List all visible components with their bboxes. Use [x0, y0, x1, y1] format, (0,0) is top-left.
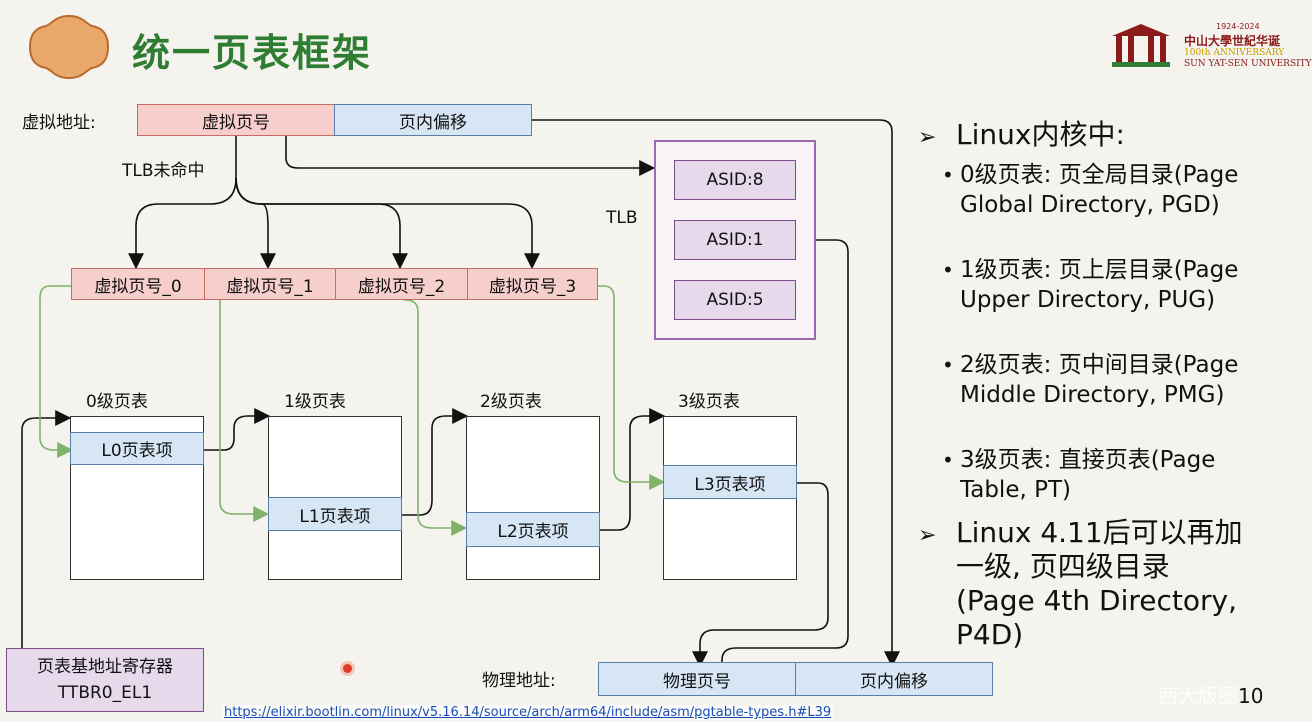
bullet-list: ➢ Linux内核中: • 0级页表: 页全局目录(Page Global Di…	[918, 118, 1268, 658]
sub-bullet-2: • 1级页表: 页上层目录(Page Upper Directory, PUG)	[942, 255, 1250, 315]
sub-bullet-4-text: 3级页表: 直接页表(Page Table, PT)	[960, 447, 1216, 503]
logo-en-line1: 100th ANNIVERSARY	[1184, 48, 1285, 58]
sub-bullet-4: • 3级页表: 直接页表(Page Table, PT)	[942, 445, 1250, 505]
va-label: 虚拟地址:	[22, 113, 96, 133]
page-number: 10	[1238, 684, 1264, 708]
level-2-title: 2级页表	[480, 392, 542, 412]
dot-bullet-icon: •	[942, 258, 954, 282]
dot-bullet-icon: •	[942, 353, 954, 377]
tlb-entry-asid-8: ASID:8	[674, 160, 796, 200]
base-register-code: TTBR0_EL1	[57, 683, 153, 703]
vpn-part-1: 虚拟页号_1	[204, 268, 336, 300]
anniversary-logo: 1924-2024 中山大學世紀华诞 100th ANNIVERSARY SUN…	[1108, 22, 1312, 72]
level-0-title: 0级页表	[86, 392, 148, 412]
vpn-part-3: 虚拟页号_3	[467, 268, 598, 300]
level-3-title: 3级页表	[678, 392, 740, 412]
watermark: 西大版图	[1158, 684, 1238, 708]
dot-bullet-icon: •	[942, 448, 954, 472]
l3-entry: L3页表项	[663, 465, 797, 499]
sub-bullet-2-text: 1级页表: 页上层目录(Page Upper Directory, PUG)	[960, 257, 1239, 313]
bullet-1: ➢ Linux内核中:	[918, 118, 1248, 152]
vpn-part-0: 虚拟页号_0	[71, 268, 205, 300]
base-register-name: 页表基地址寄存器	[37, 657, 173, 677]
gate-icon	[1112, 24, 1170, 67]
sub-bullet-3-text: 2级页表: 页中间目录(Page Middle Directory, PMG)	[960, 352, 1239, 408]
l0-entry: L0页表项	[70, 432, 204, 465]
slide-title: 统一页表框架	[132, 31, 373, 75]
tlb-entry-asid-1: ASID:1	[674, 220, 796, 260]
university-emblem-icon	[28, 14, 110, 80]
level-1-title: 1级页表	[284, 392, 346, 412]
sub-bullet-1: • 0级页表: 页全局目录(Page Global Directory, PGD…	[942, 160, 1250, 220]
diagram-arrows	[21, 119, 900, 668]
logo-en-line2: SUN YAT-SEN UNIVERSITY	[1184, 59, 1312, 69]
vpn-part-2: 虚拟页号_2	[335, 268, 468, 300]
bullet-2: ➢ Linux 4.11后可以再加一级, 页四级目录(Page 4th Dire…	[918, 516, 1248, 652]
l1-entry: L1页表项	[268, 497, 402, 531]
pa-offset-field: 页内偏移	[795, 662, 993, 696]
l2-entry: L2页表项	[466, 512, 600, 547]
logo-years: 1924-2024	[1216, 22, 1260, 31]
logo-cn-name: 中山大學世紀华诞	[1184, 34, 1281, 48]
laser-pointer-dot	[343, 664, 352, 673]
sub-bullet-3: • 2级页表: 页中间目录(Page Middle Directory, PMG…	[942, 350, 1250, 410]
tlb-miss-label: TLB未命中	[122, 161, 205, 181]
tlb-label: TLB	[606, 208, 638, 228]
bullet-2-text: Linux 4.11后可以再加一级, 页四级目录(Page 4th Direct…	[956, 516, 1243, 651]
dot-bullet-icon: •	[942, 163, 954, 187]
va-offset-field: 页内偏移	[334, 104, 532, 136]
page-table-base-register: 页表基地址寄存器 TTBR0_EL1	[6, 648, 204, 712]
page-table-l2	[466, 416, 600, 580]
arrow-bullet-icon: ➢	[918, 523, 937, 548]
pa-label: 物理地址:	[482, 671, 556, 691]
bullet-1-text: Linux内核中:	[956, 118, 1125, 151]
source-link[interactable]: https://elixir.bootlin.com/linux/v5.16.1…	[222, 705, 834, 720]
tlb-entry-asid-5: ASID:5	[674, 280, 796, 320]
arrow-bullet-icon: ➢	[918, 125, 937, 150]
pa-ppn-field: 物理页号	[598, 662, 796, 696]
va-vpn-field: 虚拟页号	[137, 104, 335, 136]
sub-bullet-1-text: 0级页表: 页全局目录(Page Global Directory, PGD)	[960, 162, 1239, 218]
